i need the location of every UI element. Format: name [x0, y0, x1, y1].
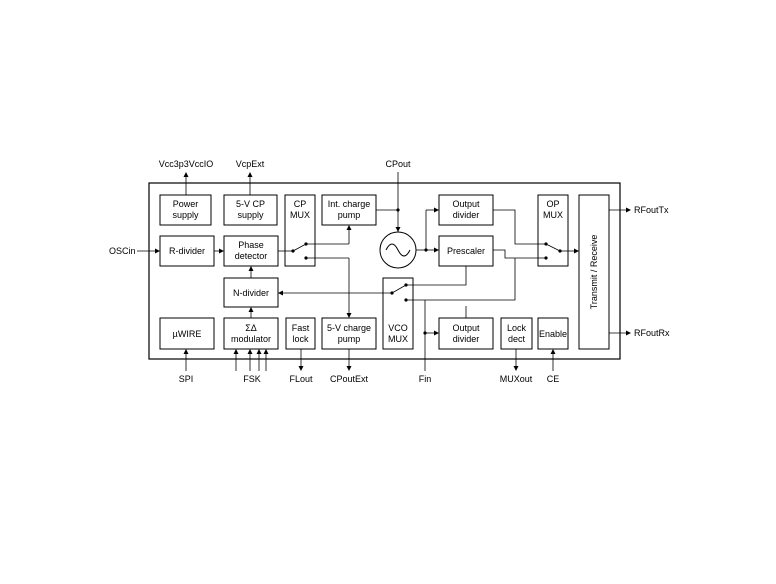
ref-path-wires [137, 248, 224, 254]
output-divider-top-line2: divider [453, 210, 480, 220]
pin-cpoutext: CPoutExt [330, 374, 369, 384]
vco-mux-block: VCO MUX [382, 277, 414, 350]
enable-block: Enable [537, 317, 569, 350]
fast-lock-line1: Fast [292, 323, 310, 333]
cpmux-to-intcp-wires [306, 225, 352, 245]
enable-label: Enable [539, 329, 567, 339]
power-supply-line1: Power [173, 199, 199, 209]
op-mux-line2: MUX [543, 210, 563, 220]
cp-mux-line1: CP [294, 199, 307, 209]
pin-muxout: MUXout [500, 374, 533, 384]
lock-dect-line2: dect [508, 334, 526, 344]
charge-pump-5v-block: 5-V charge pump [321, 317, 377, 350]
uwire-block: µWIRE [159, 317, 215, 350]
vco-output-wires [416, 207, 439, 253]
feedback-wires [278, 258, 516, 302]
ndiv-wires [248, 266, 254, 318]
charge-pump-5v-line2: pump [338, 334, 361, 344]
sd-modulator-line1: ΣΔ [245, 323, 257, 333]
power-supply-line2: supply [172, 210, 199, 220]
sd-modulator-line2: modulator [231, 334, 271, 344]
vco-mux-line1: VCO [388, 323, 408, 333]
transmit-receive-block: Transmit / Receive [578, 194, 610, 350]
r-divider-block: R-divider [159, 235, 215, 267]
phase-detector-line1: Phase [238, 240, 264, 250]
pin-oscin: OSCin [109, 246, 136, 256]
r-divider-label: R-divider [169, 246, 205, 256]
intcp-to-vco-wires [376, 172, 401, 232]
power-supply-block: Power supply [159, 194, 212, 226]
pin-fsk: FSK [243, 374, 261, 384]
lock-dect-line1: Lock [507, 323, 527, 333]
output-divider-bottom-block: Output divider [438, 317, 494, 350]
fin-wires [423, 300, 467, 371]
pin-flout: FLout [289, 374, 313, 384]
output-divider-bottom-line2: divider [453, 334, 480, 344]
vco-oscillator-icon [379, 231, 417, 269]
prescaler-block: Prescaler [438, 235, 494, 267]
cp-mux-block: CP MUX [284, 194, 316, 267]
charge-pump-5v-line1: 5-V charge [327, 323, 371, 333]
fast-lock-line2: lock [292, 334, 309, 344]
chip-outline [148, 182, 621, 360]
output-divider-top-line1: Output [452, 199, 480, 209]
phase-detector-block: Phase detector [223, 235, 279, 267]
n-divider-block: N-divider [223, 277, 279, 308]
uwire-label: µWIRE [173, 329, 202, 339]
pin-spi: SPI [179, 374, 194, 384]
prescaler-label: Prescaler [447, 246, 485, 256]
phase-detector-line2: detector [235, 251, 268, 261]
cp5v-supply-block: 5-V CP supply [223, 194, 278, 226]
supply-wires [183, 172, 253, 195]
n-divider-label: N-divider [233, 288, 269, 298]
transmit-receive-label: Transmit / Receive [589, 235, 599, 310]
pin-rfouttx: RFoutTx [634, 205, 669, 215]
int-charge-pump-block: Int. charge pump [321, 194, 377, 226]
pin-vcpext: VcpExt [236, 159, 265, 169]
int-charge-pump-line1: Int. charge [328, 199, 371, 209]
cp5v-supply-line1: 5-V CP [236, 199, 265, 209]
int-charge-pump-line2: pump [338, 210, 361, 220]
cp5v-supply-line2: supply [237, 210, 264, 220]
to-opmux-wires [493, 209, 579, 260]
bottom-pin-wires [183, 349, 556, 371]
cpmux-to-cp5v-wires [306, 257, 352, 318]
pin-rfoutrx: RFoutRx [634, 328, 670, 338]
pd-to-cpmux-wires [278, 242, 308, 260]
sd-modulator-block: ΣΔ modulator [223, 317, 279, 350]
fast-lock-block: Fast lock [285, 317, 316, 350]
lock-dect-block: Lock dect [500, 317, 533, 350]
output-divider-bottom-line1: Output [452, 323, 480, 333]
output-divider-top-block: Output divider [438, 194, 494, 226]
pin-cpout: CPout [385, 159, 411, 169]
cp-mux-line2: MUX [290, 210, 310, 220]
rf-output-wires [609, 207, 631, 336]
pin-vcc: Vcc3p3VccIO [159, 159, 214, 169]
pin-ce: CE [547, 374, 560, 384]
vco-mux-line2: MUX [388, 334, 408, 344]
op-mux-line1: OP [546, 199, 559, 209]
pin-fin: Fin [419, 374, 432, 384]
op-mux-block: OP MUX [537, 194, 569, 267]
